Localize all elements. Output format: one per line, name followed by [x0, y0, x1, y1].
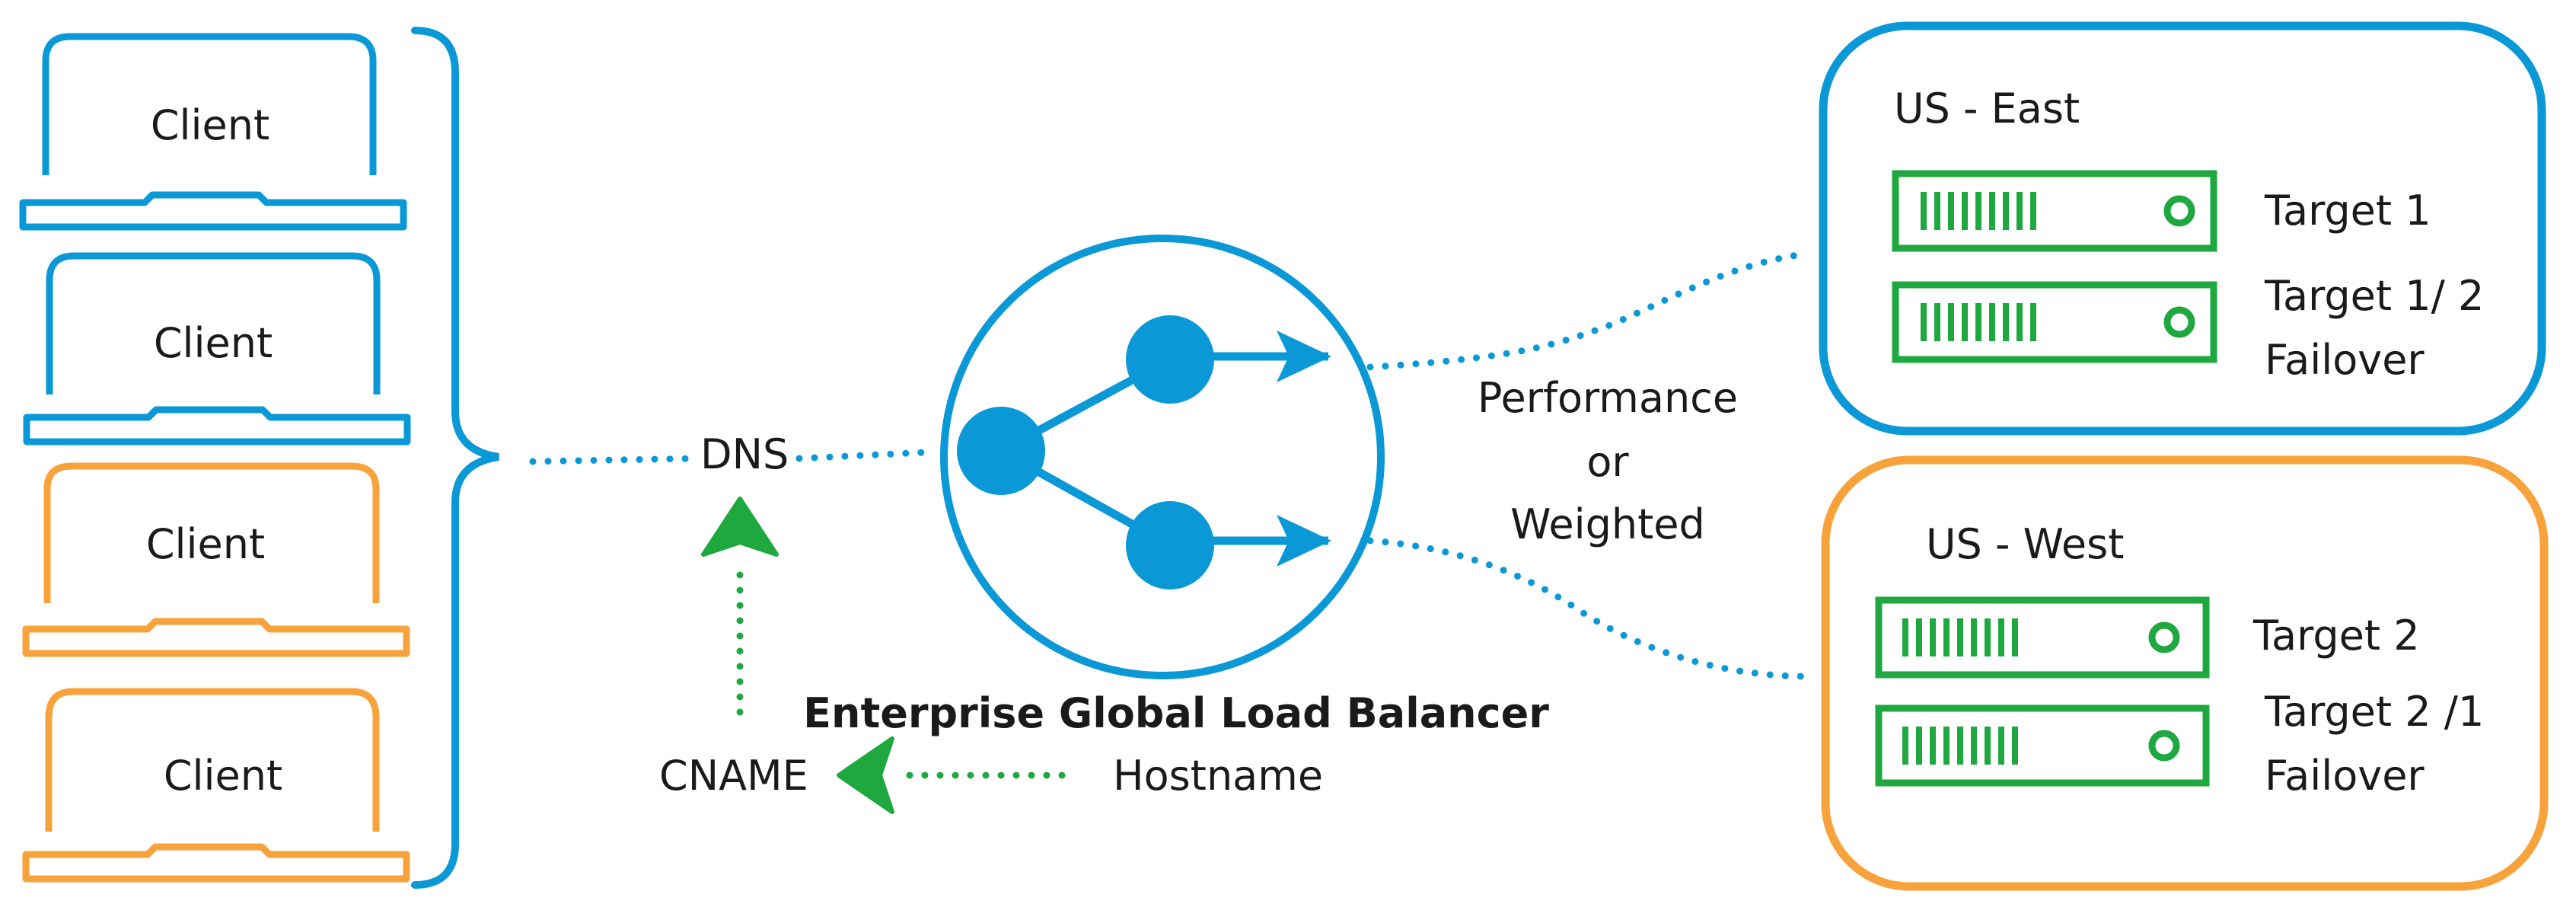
target-1-2-label: Target 1/ 2: [2265, 272, 2485, 320]
routing-label-or: or: [1586, 438, 1629, 486]
server-icon-target-2-1: [1875, 704, 2210, 787]
hostname-label: Hostname: [1113, 752, 1324, 800]
server-icon-target-1: [1892, 170, 2217, 252]
cname-label: CNAME: [659, 752, 808, 800]
client-laptop-2: [23, 252, 411, 446]
balancer-to-east-link: [1366, 250, 1812, 371]
client-label-2: Client: [153, 319, 273, 367]
target-1-label: Target 1: [2265, 187, 2431, 235]
target-2-1-failover-label: Failover: [2265, 752, 2425, 800]
client-laptop-3: [22, 462, 410, 657]
routing-label-performance: Performance: [1477, 374, 1739, 422]
balancer-title: Enterprise Global Load Balancer: [803, 689, 1549, 737]
target-2-1-label: Target 2 /1: [2265, 688, 2485, 736]
load-balancer-icon: [940, 235, 1385, 679]
server-icon-target-2: [1875, 596, 2210, 679]
region-us-west-box: [1821, 455, 2549, 891]
target-1-2-failover-label: Failover: [2265, 336, 2425, 384]
client-group-brace: [411, 27, 499, 889]
region-us-east-title: US - East: [1894, 85, 2080, 133]
client-laptop-4: [22, 688, 410, 883]
brace-to-dns-link: [529, 455, 698, 465]
dns-label: DNS: [700, 430, 789, 478]
dns-to-balancer-link: [795, 449, 929, 462]
green-arrow-left-icon: [837, 736, 894, 814]
client-laptop-1: [19, 33, 407, 231]
green-arrow-up-icon: [701, 497, 779, 557]
routing-label-weighted: Weighted: [1510, 500, 1705, 548]
region-us-west-title: US - West: [1926, 520, 2125, 568]
target-2-label: Target 2: [2253, 612, 2420, 660]
server-icon-target-1-2: [1892, 281, 2217, 363]
region-us-east-box: [1819, 21, 2546, 436]
client-label-1: Client: [150, 101, 270, 149]
balancer-to-west-link: [1366, 537, 1819, 680]
client-label-4: Client: [163, 752, 283, 800]
client-label-3: Client: [145, 520, 266, 568]
